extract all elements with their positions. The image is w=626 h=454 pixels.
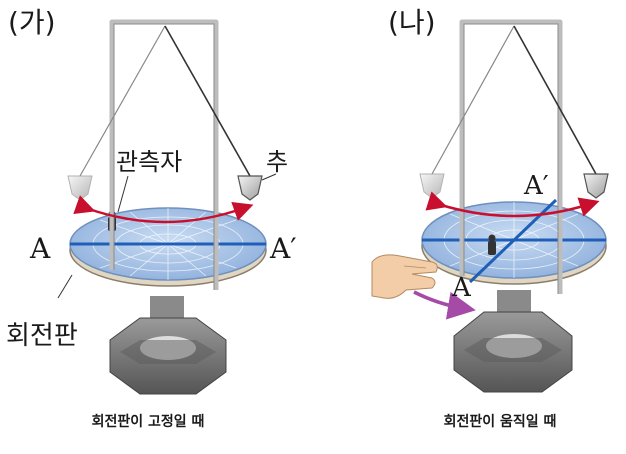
right-caption: 회전판이 움직일 때 [444,413,557,430]
right-weight-bob [584,174,608,198]
left-point-a: A [29,232,51,265]
left-turntable [70,208,266,286]
left-bob-ghost [68,176,92,200]
turntable-leader-line [58,275,72,298]
right-observer-figure [488,235,496,256]
hand-icon [372,255,437,298]
right-string-left [432,26,514,174]
observer-label: 관측자 [116,148,182,176]
right-stand-base [454,290,572,392]
left-caption: 회전판이 고정일 때 [92,413,205,430]
weight-label: 추 [266,148,288,176]
turntable-label: 회전판 [6,321,78,351]
right-turntable [422,200,606,284]
left-weight-bob [238,176,262,200]
right-point-a-prime: A′ [523,171,549,201]
left-panel: (가) [6,6,297,430]
right-bob-ghost [420,174,444,198]
left-panel-label: (가) [8,6,56,39]
right-panel-label: (나) [388,6,436,39]
left-point-a-prime: A′ [269,232,297,265]
right-string-right [514,26,596,174]
right-point-a: A [451,273,472,303]
right-panel: (나) [372,6,608,430]
left-stand-base [110,296,226,394]
